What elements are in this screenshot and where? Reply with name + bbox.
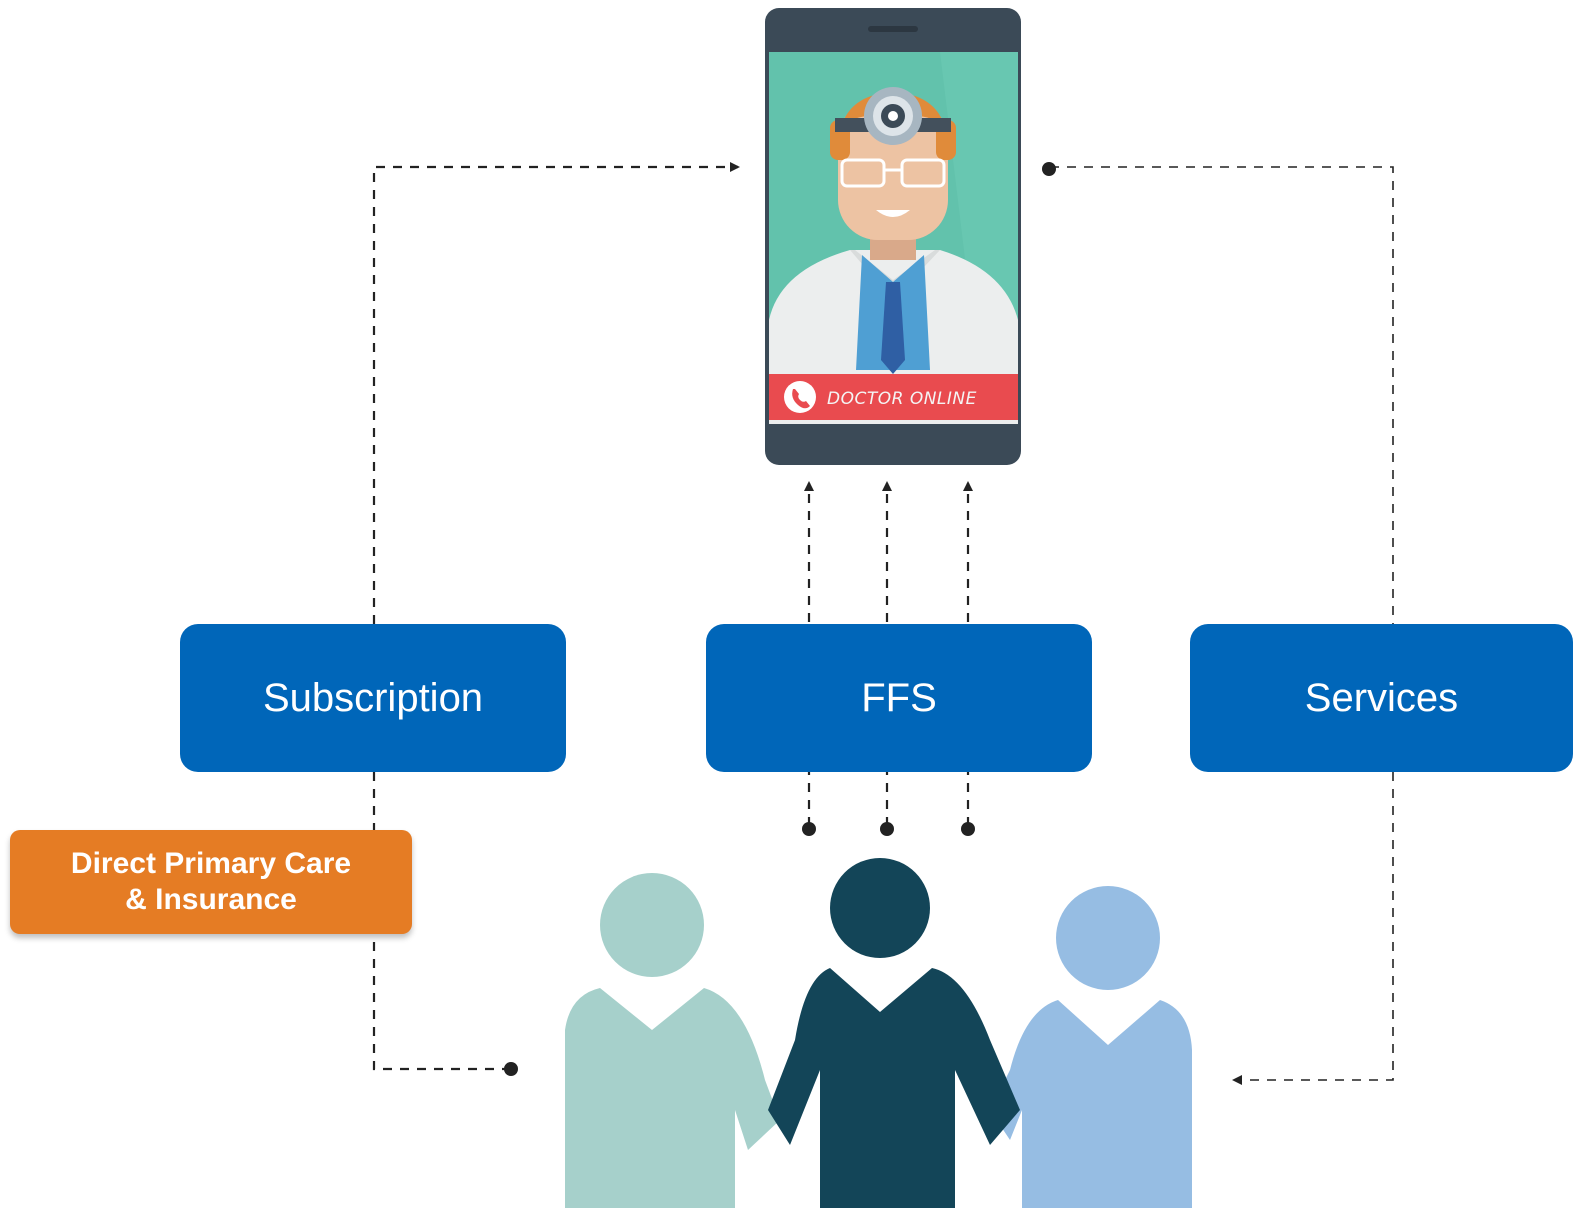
ffs-label: FFS	[861, 675, 937, 720]
connector-dot	[504, 1062, 518, 1076]
connector-dot	[961, 822, 975, 836]
connector-dot	[802, 822, 816, 836]
handset-icon	[784, 381, 816, 413]
person-center	[768, 858, 1020, 1208]
services-from-phone-connector	[1050, 166, 1394, 624]
doctor-online-label: DOCTOR ONLINE	[827, 389, 977, 409]
subscription-label: Subscription	[262, 675, 484, 720]
people-icon	[565, 858, 1192, 1208]
services-box: Services	[1190, 624, 1573, 772]
head-mirror-icon	[864, 87, 922, 145]
connector-dot	[880, 822, 894, 836]
person-right	[990, 886, 1192, 1208]
subscription-to-phone-connector	[372, 162, 740, 624]
services-to-people-connector	[1232, 772, 1394, 1085]
connector-dots	[504, 162, 1056, 1076]
direct-primary-care-label: Direct Primary Care & Insurance	[70, 847, 352, 916]
subscription-box: Subscription	[180, 624, 566, 772]
phone-icon: DOCTOR ONLINE	[765, 8, 1021, 465]
connector-dot	[1042, 162, 1056, 176]
services-label: Services	[1304, 675, 1459, 720]
ffs-box: FFS	[706, 624, 1092, 772]
direct-primary-care-tag: Direct Primary Care & Insurance	[10, 830, 412, 934]
subscription-to-people-connector	[372, 772, 508, 1071]
person-left	[565, 873, 780, 1208]
